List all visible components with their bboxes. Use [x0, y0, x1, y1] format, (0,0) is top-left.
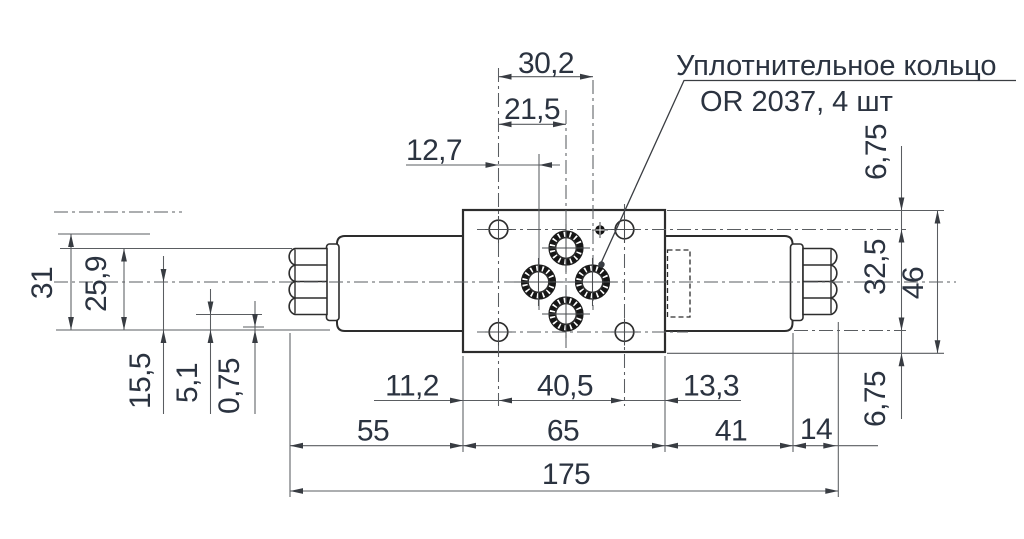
- dim-top-12-7: 12,7: [406, 134, 462, 167]
- dim-right-6-75-top: 6,75: [860, 124, 893, 180]
- dim-right-32-5: 32,5: [859, 239, 892, 295]
- dim-bottom-65: 65: [547, 415, 579, 448]
- annotation-line1: Уплотнительное кольцо: [676, 50, 997, 82]
- dim-left-25-9: 25,9: [80, 256, 113, 312]
- oring-annotation: Уплотнительное кольцо OR 2037, 4 шт: [676, 50, 997, 118]
- dim-right-6-75-bottom: 6,75: [859, 371, 892, 427]
- dim-left-15-5: 15,5: [124, 353, 157, 409]
- dimension-arrows: [68, 73, 941, 494]
- oring-callout-leader: [598, 79, 1016, 268]
- dim-bottom-13-3: 13,3: [683, 370, 739, 403]
- right-solenoid-tube: [664, 235, 794, 332]
- dim-bottom-40-5: 40,5: [537, 370, 593, 403]
- hidden-connector-outline: [666, 249, 691, 318]
- dim-right-46: 46: [897, 267, 930, 299]
- dim-left-5-1: 5,1: [171, 363, 204, 403]
- mounting-face-features: [485, 216, 638, 346]
- dim-bottom-11-2: 11,2: [385, 370, 439, 403]
- dim-bottom-175: 175: [542, 458, 590, 491]
- left-solenoid-tube: [336, 235, 464, 332]
- leader-dot: [598, 261, 605, 268]
- locating-pin: [592, 222, 608, 238]
- dim-bottom-55: 55: [357, 415, 389, 448]
- dim-bottom-14: 14: [800, 413, 832, 446]
- annotation-line2: OR 2037, 4 шт: [700, 86, 893, 118]
- dim-top-21-5: 21,5: [504, 93, 560, 126]
- dimension-labels: 30,2 21,5 12,7 11,2 40,5 13,3 55 65 41 1…: [26, 47, 930, 491]
- dim-top-30-2: 30,2: [518, 47, 574, 80]
- dim-left-31: 31: [26, 267, 59, 299]
- dim-left-0-75: 0,75: [213, 358, 246, 414]
- dim-bottom-41: 41: [715, 415, 747, 448]
